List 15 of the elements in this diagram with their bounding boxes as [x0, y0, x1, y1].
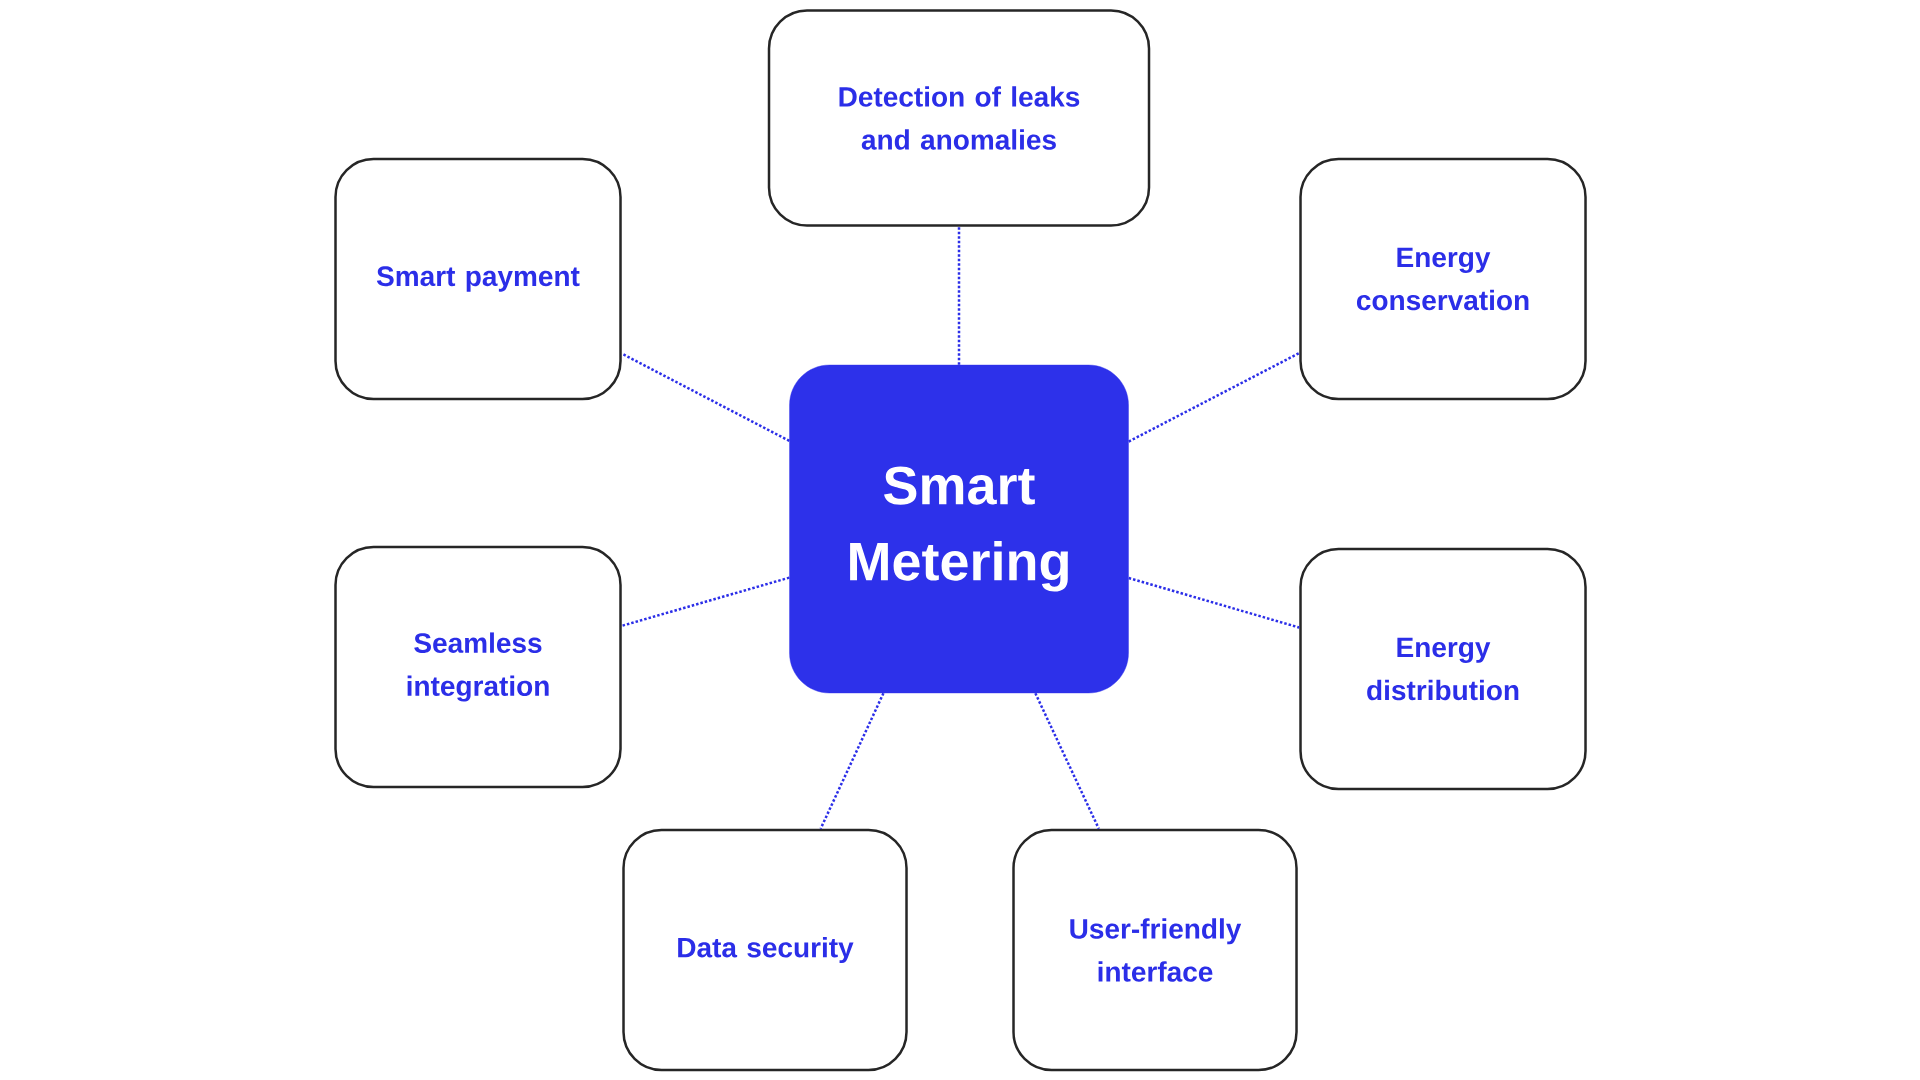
- feature-box: Seamless integration: [334, 545, 622, 789]
- connector-line: [1034, 692, 1100, 830]
- feature-box: Energy distribution: [1299, 547, 1587, 791]
- feature-box: Detection of leaks and anomalies: [767, 9, 1151, 227]
- connector-line: [621, 576, 790, 628]
- connector-line: [1128, 351, 1300, 443]
- connector-line: [819, 692, 885, 830]
- feature-box: Smart payment: [334, 157, 622, 401]
- connector-line: [1128, 576, 1300, 629]
- feature-box: Energy conservation: [1299, 157, 1587, 401]
- feature-box: Data security: [622, 828, 908, 1072]
- connector-line: [957, 226, 961, 365]
- connector-line: [621, 352, 790, 442]
- center-box: Smart Metering: [789, 364, 1129, 694]
- feature-box: User-friendly interface: [1012, 828, 1298, 1072]
